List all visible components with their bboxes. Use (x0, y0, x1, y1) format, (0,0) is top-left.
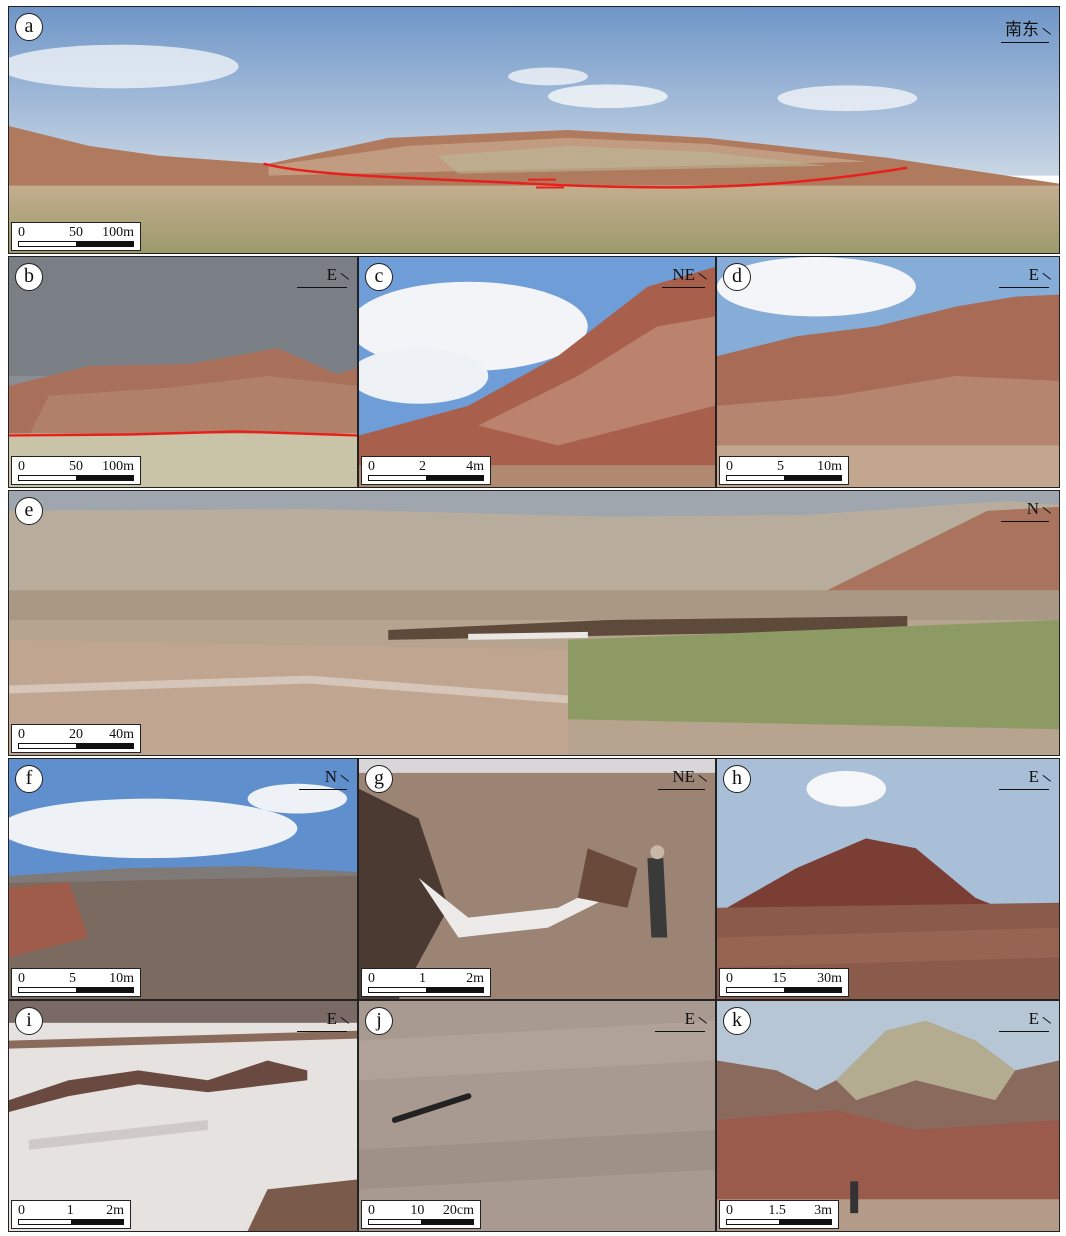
scale-tick: 100m (102, 225, 134, 240)
photo-panel-j: j E 0 10 20cm (358, 1000, 716, 1232)
photo-panel-b: b E 0 50 100m (8, 256, 358, 488)
landscape-photo-k (717, 1001, 1059, 1231)
arrow-icon (662, 287, 705, 288)
scale-tick: 50 (69, 459, 84, 474)
scale-tick: 0 (726, 971, 733, 986)
photo-panel-c: c NE 0 2 4m (358, 256, 716, 488)
scale-tick: 2 (419, 459, 427, 474)
scale-tick: 50 (69, 225, 84, 240)
landscape-photo-b (9, 257, 357, 487)
scale-tick: 2m (466, 971, 484, 986)
scale-tick: 0 (18, 971, 25, 986)
scale-tick: 10m (817, 459, 842, 474)
photo-panel-h: h E 0 15 30m (716, 758, 1060, 1000)
scale-tick: 0 (368, 971, 375, 986)
landscape-photo-a (9, 7, 1059, 253)
photo-panel-k: k E 0 1.5 3m (716, 1000, 1060, 1232)
direction-indicator: E (654, 1009, 705, 1032)
scale-tick: 0 (726, 1203, 733, 1218)
panel-label: g (365, 765, 393, 793)
scale-tick: 100m (102, 459, 134, 474)
scale-tick: 15 (772, 971, 787, 986)
scale-tick: 1 (66, 1203, 74, 1218)
arrow-icon (998, 1031, 1049, 1032)
panel-label: j (365, 1007, 393, 1035)
arrow-icon (296, 287, 347, 288)
photo-panel-d: d E 0 5 10m (716, 256, 1060, 488)
scale-bar: 0 50 100m (11, 456, 141, 485)
direction-indicator: N (298, 767, 347, 790)
photo-panel-f: f N 0 5 10m (8, 758, 358, 1000)
scale-tick: 10m (109, 971, 134, 986)
direction-indicator: E (296, 265, 347, 288)
scale-bar: 0 10 20cm (361, 1200, 481, 1229)
arrow-icon (998, 789, 1049, 790)
scale-tick: 40m (109, 727, 134, 742)
arrow-icon (296, 1031, 347, 1032)
direction-indicator: E (998, 265, 1049, 288)
scale-tick: 30m (817, 971, 842, 986)
scale-tick: 0 (368, 1203, 375, 1218)
panel-label: c (365, 263, 393, 291)
scale-tick: 10 (410, 1203, 425, 1218)
scale-tick: 1.5 (768, 1203, 786, 1218)
landscape-photo-f (9, 759, 357, 999)
arrow-icon (658, 789, 705, 790)
landscape-photo-c (359, 257, 715, 487)
scale-tick: 5 (69, 971, 77, 986)
arrow-icon (654, 1031, 705, 1032)
scale-tick: 0 (368, 459, 375, 474)
scale-bar: 0 2 4m (361, 456, 491, 485)
scale-tick: 5 (777, 459, 785, 474)
panel-label: h (723, 765, 751, 793)
arrow-icon (1001, 42, 1049, 43)
photo-panel-i: i E 0 1 2m (8, 1000, 358, 1232)
scale-bar: 0 20 40m (11, 724, 141, 753)
direction-indicator: 南东 (1001, 15, 1049, 43)
direction-indicator: NE (662, 265, 705, 288)
scale-bar: 0 5 10m (11, 968, 141, 997)
scale-tick: 0 (18, 225, 25, 240)
arrow-icon (998, 287, 1049, 288)
scale-tick: 0 (18, 1203, 25, 1218)
scale-bar: 0 1 2m (11, 1200, 131, 1229)
photo-panel-a: a 南东 0 50 100m (8, 6, 1060, 254)
landscape-photo-e (9, 491, 1059, 755)
arrow-icon (298, 789, 347, 790)
scale-bar: 0 50 100m (11, 222, 141, 251)
scale-tick: 0 (18, 727, 25, 742)
direction-indicator: E (296, 1009, 347, 1032)
scale-bar: 0 5 10m (719, 456, 849, 485)
panel-label: i (15, 1007, 43, 1035)
scale-bar: 0 15 30m (719, 968, 849, 997)
scale-tick: 0 (18, 459, 25, 474)
panel-label: f (15, 765, 43, 793)
scale-bar: 0 1.5 3m (719, 1200, 839, 1229)
panel-label: k (723, 1007, 751, 1035)
scale-tick: 0 (726, 459, 733, 474)
scale-tick: 20cm (442, 1203, 474, 1218)
scale-bar: 0 1 2m (361, 968, 491, 997)
scale-tick: 3m (814, 1203, 832, 1218)
scale-tick: 2m (106, 1203, 124, 1218)
surface-photo-j (359, 1001, 715, 1231)
panel-label: d (723, 263, 751, 291)
scale-tick: 4m (466, 459, 484, 474)
scale-tick: 1 (419, 971, 427, 986)
landscape-photo-g (359, 759, 715, 999)
landscape-photo-h (717, 759, 1059, 999)
panel-label: b (15, 263, 43, 291)
photo-panel-e: e N 0 20 40m (8, 490, 1060, 756)
direction-indicator: E (998, 1009, 1049, 1032)
direction-indicator: NE (658, 767, 705, 790)
landscape-photo-d (717, 257, 1059, 487)
landscape-photo-i (9, 1001, 357, 1231)
direction-indicator: E (998, 767, 1049, 790)
scale-tick: 20 (69, 727, 84, 742)
direction-indicator: N (1000, 499, 1049, 522)
arrow-icon (1000, 521, 1049, 522)
panel-label: e (15, 497, 43, 525)
panel-label: a (15, 13, 43, 41)
photo-panel-g: g NE 0 1 2m (358, 758, 716, 1000)
